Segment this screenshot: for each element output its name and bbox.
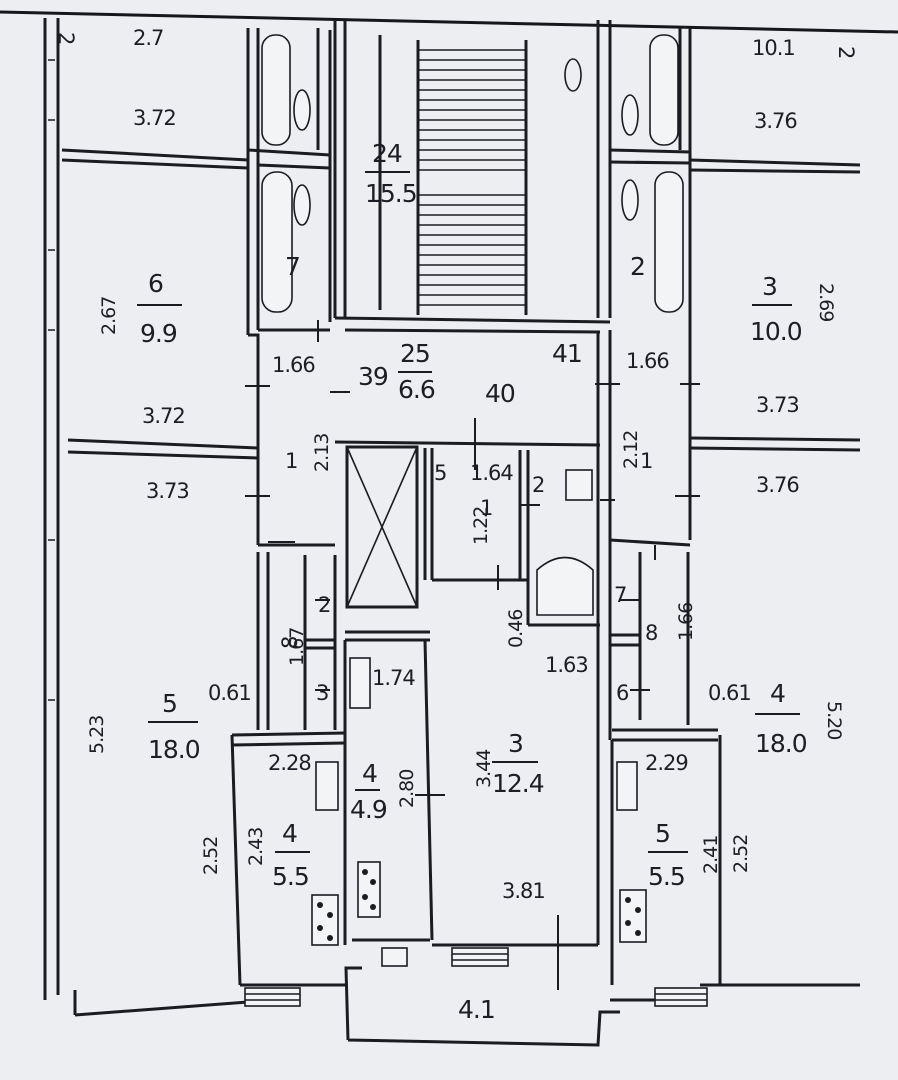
room-number: 7 bbox=[285, 252, 300, 281]
label: 4.1 bbox=[458, 995, 495, 1024]
label: 2.28 bbox=[268, 751, 311, 775]
label: 3.81 bbox=[502, 879, 545, 903]
label: 2.80 bbox=[396, 770, 418, 808]
label: 2.13 bbox=[311, 434, 333, 472]
room-number: 24 bbox=[372, 139, 402, 168]
room-area: 5.5 bbox=[272, 862, 309, 891]
room-number: 41 bbox=[552, 339, 582, 368]
label: 0.61 bbox=[208, 681, 251, 705]
label: 2.29 bbox=[645, 751, 688, 775]
room-area: 6.6 bbox=[398, 375, 435, 404]
label: 2.52 bbox=[200, 837, 222, 875]
room-number: 6 bbox=[616, 681, 629, 705]
top-border-line bbox=[0, 10, 898, 34]
label: 2.12 bbox=[620, 431, 642, 469]
label: 1.67 bbox=[286, 628, 308, 666]
room-number: 4 bbox=[362, 759, 377, 788]
room-area: 15.5 bbox=[365, 179, 417, 208]
door-marks bbox=[245, 320, 700, 990]
label: 1.74 bbox=[372, 666, 415, 690]
exterior-walls bbox=[43, 18, 860, 1047]
label: 2.67 bbox=[98, 297, 120, 335]
room-number: 2 bbox=[630, 252, 645, 281]
room-number: 2 bbox=[318, 593, 330, 617]
label: 1.66 bbox=[675, 603, 697, 641]
label: 1.22 bbox=[470, 507, 492, 545]
room-area: 18.0 bbox=[148, 735, 200, 764]
room-number: 5 bbox=[434, 461, 446, 485]
label: 2 bbox=[834, 46, 858, 58]
room-number: 39 bbox=[358, 362, 388, 391]
label: 2.43 bbox=[245, 828, 267, 866]
label: 0.46 bbox=[505, 610, 527, 648]
label: 1.64 bbox=[470, 461, 513, 485]
room-number: 5 bbox=[655, 819, 670, 848]
label: 3.72 bbox=[142, 404, 185, 428]
room-number: 8 bbox=[645, 621, 657, 645]
label: 2.69 bbox=[815, 283, 837, 321]
room-number: 6 bbox=[148, 269, 163, 298]
dimension-labels: 2 2.7 3.72 2.67 6 9.9 3.72 3.73 5 18.0 5… bbox=[54, 26, 858, 1024]
room-number: 1 bbox=[640, 449, 652, 473]
label: 3.76 bbox=[754, 109, 797, 133]
room-number: 40 bbox=[485, 379, 515, 408]
room-number: 4 bbox=[770, 679, 785, 708]
label: 5.20 bbox=[823, 701, 845, 739]
room-area: 10.0 bbox=[750, 317, 802, 346]
room-number: 25 bbox=[400, 339, 430, 368]
room-number: 2 bbox=[532, 473, 544, 497]
fixtures bbox=[261, 34, 684, 946]
room-number: 8 bbox=[278, 637, 302, 649]
room-area: 18.0 bbox=[755, 729, 807, 758]
label: 3.44 bbox=[473, 749, 495, 788]
label: 2.41 bbox=[700, 836, 722, 874]
label: 1.66 bbox=[626, 349, 669, 373]
label: 3.73 bbox=[756, 393, 799, 417]
label: 2.7 bbox=[133, 26, 163, 50]
label: 2 bbox=[54, 32, 78, 44]
label: 10.1 bbox=[752, 36, 795, 60]
room-number: 7 bbox=[614, 583, 626, 607]
windows bbox=[244, 947, 708, 1007]
interior-walls bbox=[61, 20, 861, 987]
label: 3.73 bbox=[146, 479, 189, 503]
room-number: 4 bbox=[282, 819, 297, 848]
room-number: 3 bbox=[508, 729, 523, 758]
room-area: 5.5 bbox=[648, 862, 685, 891]
room-number: 3 bbox=[316, 681, 328, 705]
label: 2.52 bbox=[730, 835, 752, 873]
room-number: 5 bbox=[162, 689, 177, 718]
room-area: 12.4 bbox=[492, 769, 544, 798]
label: 3.76 bbox=[756, 473, 799, 497]
room-number: 1 bbox=[285, 449, 297, 473]
label: 0.61 bbox=[708, 681, 751, 705]
label: 3.72 bbox=[133, 106, 176, 130]
label: 1.63 bbox=[545, 653, 588, 677]
label: 5.23 bbox=[86, 716, 108, 754]
room-number: 1 bbox=[480, 496, 492, 520]
room-number: 3 bbox=[762, 272, 777, 301]
room-area: 4.9 bbox=[350, 795, 387, 824]
label: 1.66 bbox=[272, 353, 315, 377]
room-area: 9.9 bbox=[140, 319, 177, 348]
